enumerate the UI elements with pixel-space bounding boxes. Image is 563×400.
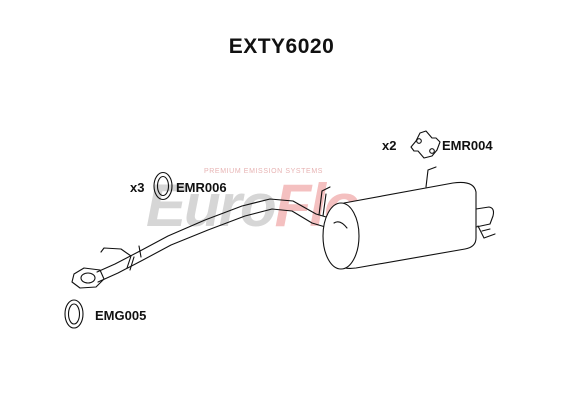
exhaust-pipe: [96, 186, 334, 283]
inlet-flange-icon: [71, 267, 105, 289]
emr004-quantity: x2: [382, 138, 397, 153]
emr006-quantity: x3: [130, 180, 145, 195]
rubber-ring-icon: [153, 171, 173, 201]
rubber-hanger-icon: [410, 130, 441, 159]
rear-silencer: [322, 166, 496, 270]
emr004-code: EMR004: [442, 138, 493, 153]
gasket-ring-icon: [64, 299, 84, 329]
part-number-title: EXTY6020: [228, 35, 335, 58]
emg005-code: EMG005: [95, 308, 147, 323]
emr006-code: EMR006: [176, 180, 227, 195]
